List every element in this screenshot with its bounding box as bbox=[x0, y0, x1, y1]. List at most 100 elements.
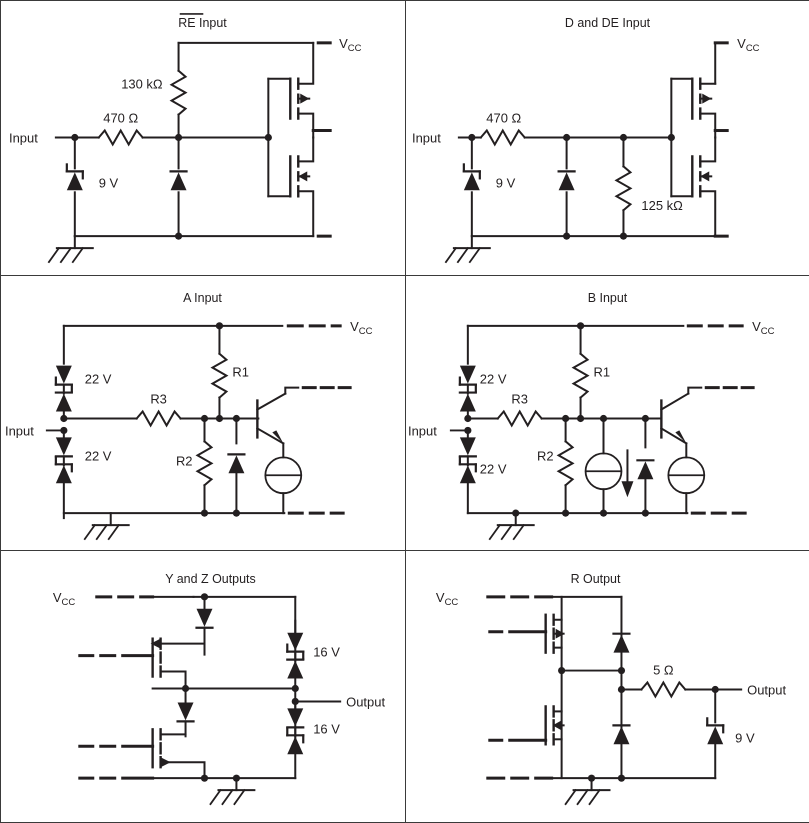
panel-title-d-de: D and DE Input bbox=[564, 15, 650, 29]
panel-b-input: B Input VCC R1 22 V bbox=[405, 275, 809, 551]
zener-b-bot bbox=[55, 465, 71, 483]
ground-symbol bbox=[489, 525, 523, 539]
zener-a-top-b bbox=[459, 365, 475, 383]
panel-title-r: R Output bbox=[570, 571, 620, 585]
label-22v-top: 22 V bbox=[84, 371, 111, 386]
output-zener-9v bbox=[707, 726, 723, 744]
label-9v-6: 9 V bbox=[735, 730, 755, 745]
vcc-label-2: VCC bbox=[737, 35, 759, 53]
junction-dot bbox=[215, 414, 222, 421]
nmos-bulk-arrow bbox=[298, 171, 307, 181]
zener-top-16v-b bbox=[287, 660, 303, 678]
output-label-6: Output bbox=[747, 682, 786, 697]
vcc-label-1: VCC bbox=[339, 35, 361, 53]
resistor-r1-b bbox=[573, 353, 587, 397]
input-label-3: Input bbox=[4, 423, 33, 438]
panel-r-output: R Output VCC bbox=[405, 550, 809, 823]
zener-bot-16v-b bbox=[287, 736, 303, 754]
label-125k: 125 kΩ bbox=[641, 198, 683, 213]
ground-symbol bbox=[565, 790, 599, 804]
zener-a-top bbox=[55, 365, 71, 383]
zener-top-16v-a bbox=[287, 632, 303, 650]
ground-symbol bbox=[210, 790, 244, 804]
label-9v-1: 9 V bbox=[98, 175, 118, 190]
panel-title-re: RE Input bbox=[178, 15, 227, 29]
vcc-label-3: VCC bbox=[350, 318, 372, 336]
label-22v-bot: 22 V bbox=[84, 448, 111, 463]
junction-dot bbox=[200, 774, 207, 781]
pmos-source bbox=[298, 113, 313, 137]
panel-a-input: A Input VCC R1 bbox=[0, 275, 406, 551]
junction-dot bbox=[291, 684, 298, 691]
vcc-label-4: VCC bbox=[752, 318, 774, 336]
current-arrow-head bbox=[621, 481, 633, 497]
zener-body-2 bbox=[463, 172, 479, 190]
pmos-bulk-arrow bbox=[300, 93, 309, 103]
ground-symbol bbox=[84, 525, 118, 539]
label-r1: R1 bbox=[232, 364, 249, 379]
zener-b-top-b bbox=[459, 437, 475, 455]
label-470-2: 470 Ω bbox=[486, 110, 521, 125]
npn-collector-wire-b bbox=[688, 387, 701, 393]
zener-bot-16v-a bbox=[287, 708, 303, 726]
resistor-5ohm bbox=[641, 682, 685, 696]
resistor-125k bbox=[616, 166, 630, 210]
nmos-drain bbox=[700, 137, 715, 161]
pmos-bulk-arrow bbox=[702, 93, 711, 103]
nmos-bulk-arrow bbox=[700, 171, 709, 181]
output-label-5: Output bbox=[346, 694, 385, 709]
clamp-diode-4 bbox=[637, 461, 653, 479]
pmos-bulk-arrow-6 bbox=[555, 628, 564, 638]
label-r2-b: R2 bbox=[537, 448, 554, 463]
npn-emitter bbox=[257, 428, 283, 443]
nmos-arrow-5 bbox=[160, 757, 170, 767]
panel-title-yz: Y and Z Outputs bbox=[165, 571, 256, 585]
nmos-source bbox=[298, 191, 313, 236]
vcc-label-6: VCC bbox=[435, 589, 457, 607]
junction-dot bbox=[576, 414, 583, 421]
zener-body-1 bbox=[66, 172, 82, 190]
resistor-r2-b bbox=[558, 441, 572, 485]
resistor-130k bbox=[171, 70, 185, 114]
lower-body-diode bbox=[177, 702, 193, 720]
pmos-source-5 bbox=[160, 671, 185, 688]
input-label-1: Input bbox=[8, 130, 37, 145]
pmos-drain bbox=[298, 42, 313, 83]
zener-a-bot-b bbox=[459, 393, 475, 411]
panel-d-de-input: D and DE Input VCC Input 470 Ω bbox=[405, 0, 809, 276]
upper-body-diode bbox=[196, 608, 212, 626]
vcc-label-5: VCC bbox=[52, 589, 74, 607]
panel-re-input: RE Input VCC 130 kΩ Input bbox=[0, 0, 406, 276]
ground-symbol bbox=[445, 248, 479, 262]
nmos-drain bbox=[298, 137, 313, 161]
input-label-4: Input bbox=[407, 423, 436, 438]
zener-b-bot-b bbox=[459, 465, 475, 483]
upper-clamp-diode-6 bbox=[613, 634, 629, 652]
label-22v-bot-b: 22 V bbox=[479, 461, 506, 476]
resistor-r3 bbox=[136, 411, 180, 425]
resistor-r2 bbox=[197, 441, 211, 485]
panel-y-z-outputs: Y and Z Outputs VCC bbox=[0, 550, 406, 823]
resistor-470-2 bbox=[480, 130, 524, 144]
nmos-source bbox=[700, 191, 715, 236]
clamp-diode-1 bbox=[170, 172, 186, 190]
label-9v-2: 9 V bbox=[495, 175, 515, 190]
input-label-2: Input bbox=[411, 130, 440, 145]
resistor-470 bbox=[98, 130, 142, 144]
pmos-source bbox=[700, 113, 715, 137]
resistor-r1 bbox=[212, 353, 226, 397]
lower-clamp-diode-6 bbox=[613, 726, 629, 744]
clamp-diode-3 bbox=[228, 455, 244, 473]
nmos-source-5 bbox=[160, 762, 204, 778]
zener-b-top bbox=[55, 437, 71, 455]
label-16v-bot: 16 V bbox=[313, 721, 340, 736]
label-r2: R2 bbox=[175, 453, 192, 468]
panel-title-b: B Input bbox=[587, 290, 627, 304]
label-16v-top: 16 V bbox=[313, 644, 340, 659]
label-r1-b: R1 bbox=[593, 364, 610, 379]
label-r3-b: R3 bbox=[511, 391, 528, 406]
clamp-diode-2 bbox=[558, 172, 574, 190]
npn-collector bbox=[257, 393, 285, 409]
npn-emitter-b bbox=[661, 428, 686, 443]
